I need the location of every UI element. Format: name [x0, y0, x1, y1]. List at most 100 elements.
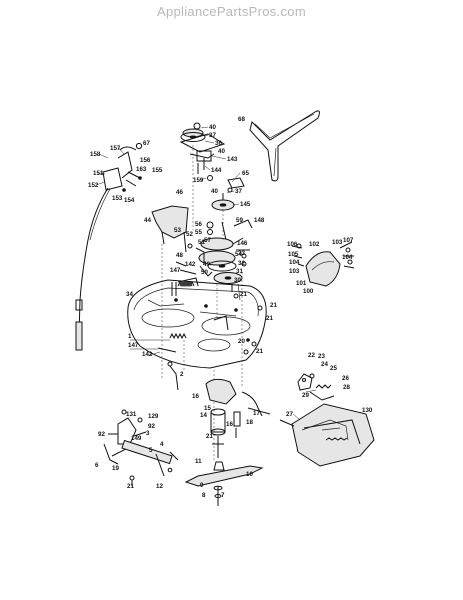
part-label: 34: [126, 291, 133, 298]
part-label: 30: [234, 277, 241, 284]
part-label: 92: [98, 431, 105, 438]
part-label: 16: [192, 393, 199, 400]
part-label: 33: [238, 250, 245, 257]
part-label: 25: [330, 365, 337, 372]
rear-link-assembly: [103, 409, 179, 486]
part-label: 28: [343, 384, 350, 391]
part-label: 145: [240, 201, 251, 208]
part-label: 3: [146, 430, 150, 437]
part-label: 92: [148, 423, 155, 430]
part-label: 32: [238, 260, 245, 267]
watermark: AppliancePartsPros.com: [157, 4, 306, 19]
part-label: 107: [343, 237, 354, 244]
part-label: 103: [289, 268, 300, 275]
discharge-chute: [279, 403, 375, 467]
part-label: 21: [266, 315, 273, 322]
rear-hanger-bracket: [297, 373, 335, 401]
part-label: 31: [236, 268, 243, 275]
part-label: 103: [332, 239, 343, 246]
mower-blade: [184, 461, 264, 506]
part-label: 102: [309, 241, 320, 248]
part-label: 5: [149, 447, 153, 454]
part-label: 44: [144, 217, 151, 224]
part-label: 68: [238, 116, 245, 123]
part-label: 151: [93, 170, 104, 177]
part-label: 15: [204, 405, 211, 412]
deck-arm: [233, 391, 271, 438]
part-label: 142: [185, 261, 196, 268]
spring-and-bracket: [175, 231, 213, 288]
part-label: 37: [235, 188, 242, 195]
part-label: 53: [174, 227, 181, 234]
part-label: 16: [226, 421, 233, 428]
part-label: 19: [112, 465, 119, 472]
part-label: 10: [246, 471, 253, 478]
part-label: 131: [126, 411, 137, 418]
part-label: 56: [195, 221, 202, 228]
part-label: 147: [128, 342, 139, 349]
front-hanger: [167, 361, 179, 391]
part-label: 57: [204, 237, 211, 244]
part-label: 6: [95, 462, 99, 469]
part-label: 24: [321, 361, 328, 368]
part-label: 17: [253, 410, 260, 417]
part-label: 154: [124, 197, 135, 204]
part-label: 146: [237, 240, 248, 247]
part-label: 153: [112, 195, 123, 202]
part-label: 129: [148, 413, 159, 420]
part-label: 46: [176, 189, 183, 196]
part-label: 40: [209, 124, 216, 131]
part-label: 65: [242, 170, 249, 177]
part-label: 36: [215, 140, 222, 147]
part-label: 29: [302, 392, 309, 399]
discharge-deflector: [291, 241, 355, 287]
part-label: 1: [128, 333, 132, 340]
part-label: 21: [256, 348, 263, 355]
part-label: 157: [110, 145, 121, 152]
part-label: 37: [209, 132, 216, 139]
part-label: 144: [211, 167, 222, 174]
part-label: 21: [127, 483, 134, 490]
assembly-guide-lines: [161, 145, 243, 460]
part-label: 163: [136, 166, 147, 173]
part-label: 23: [318, 353, 325, 360]
part-label: 156: [140, 157, 151, 164]
upper-idler-pulley-assembly: [179, 122, 226, 181]
part-label: 2: [180, 371, 184, 378]
part-label: 100: [303, 288, 314, 295]
part-label: 147: [170, 267, 181, 274]
mower-deck: [127, 279, 267, 369]
part-label: 48: [176, 252, 183, 259]
part-label: 130: [362, 407, 373, 414]
part-label: 152: [88, 182, 99, 189]
center-pulley-assembly: [195, 219, 253, 292]
part-label: 149: [131, 435, 142, 442]
blade-spindle: [205, 378, 237, 458]
part-label: 12: [156, 483, 163, 490]
part-number-labels: 68 40 37 36 40 143 144 159 65 40 37 145 …: [88, 116, 373, 499]
left-hardware: [157, 282, 263, 355]
part-label: 7: [221, 492, 225, 499]
part-label: 26: [342, 375, 349, 382]
part-label: 142: [142, 351, 153, 358]
part-label: 105: [288, 251, 299, 258]
part-label: 27: [286, 411, 293, 418]
part-label: 101: [296, 280, 307, 287]
part-label: 18: [246, 419, 253, 426]
part-label: 40: [218, 148, 225, 155]
part-label: 158: [90, 151, 101, 158]
cable-control-assembly: [75, 142, 143, 351]
part-label: 155: [152, 167, 163, 174]
part-label: 22: [308, 352, 315, 359]
part-label: 20: [238, 338, 245, 345]
part-label: 143: [227, 156, 238, 163]
part-label: 9: [200, 482, 204, 489]
part-label: 51: [198, 239, 205, 246]
part-label: 14: [200, 412, 207, 419]
part-label: 21: [206, 433, 213, 440]
part-label: 21: [240, 291, 247, 298]
part-label: 50: [201, 269, 208, 276]
part-label: 21: [270, 302, 277, 309]
part-label: 52: [186, 231, 193, 238]
